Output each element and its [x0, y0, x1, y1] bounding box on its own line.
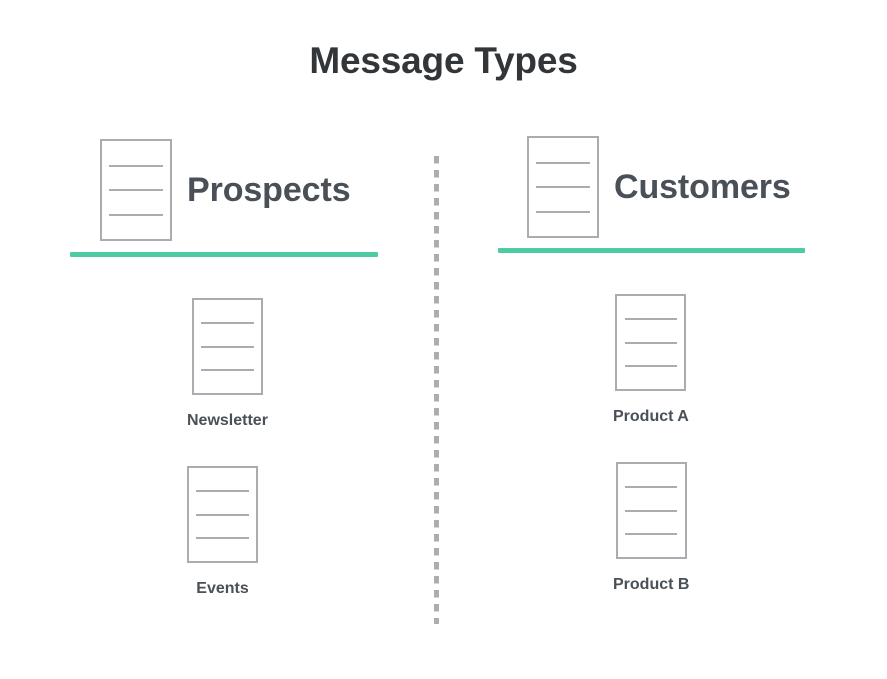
list-item[interactable]: Product A — [613, 294, 689, 426]
item-label-product-b: Product B — [613, 576, 690, 593]
page-title: Message Types — [309, 40, 578, 81]
document-icon — [191, 298, 263, 395]
document-line — [109, 189, 163, 192]
document-line — [624, 318, 678, 321]
vertical-dashed-divider — [434, 150, 439, 624]
item-label-product-a: Product A — [613, 408, 689, 425]
item-label-events: Events — [196, 580, 249, 597]
column-title-prospects: Prospects — [187, 170, 351, 209]
document-line — [536, 186, 590, 189]
document-line — [201, 322, 254, 325]
list-item[interactable]: Events — [187, 466, 258, 598]
column-header-customers: Customers — [527, 136, 791, 238]
document-icon — [615, 294, 687, 391]
document-line — [201, 368, 254, 371]
document-line — [196, 490, 249, 493]
list-item[interactable]: Product B — [613, 462, 689, 594]
document-line — [109, 164, 163, 167]
list-item[interactable]: Newsletter — [187, 298, 268, 430]
item-label-newsletter: Newsletter — [187, 412, 268, 429]
document-line — [196, 536, 249, 539]
column-title-customers: Customers — [614, 167, 791, 206]
document-line — [624, 341, 678, 344]
document-icon — [527, 136, 599, 238]
document-line — [625, 532, 678, 535]
document-line — [625, 486, 678, 489]
document-line — [625, 509, 678, 512]
document-line — [109, 213, 163, 216]
document-icon — [615, 462, 687, 559]
document-line — [536, 210, 590, 213]
column-rule-customers — [498, 248, 805, 253]
document-line — [201, 345, 254, 348]
column-header-prospects: Prospects — [100, 139, 351, 241]
document-line — [624, 364, 678, 367]
document-icon — [100, 139, 172, 241]
document-icon — [187, 466, 258, 563]
column-rule-prospects — [70, 252, 378, 257]
document-line — [536, 161, 590, 164]
document-line — [196, 513, 249, 516]
